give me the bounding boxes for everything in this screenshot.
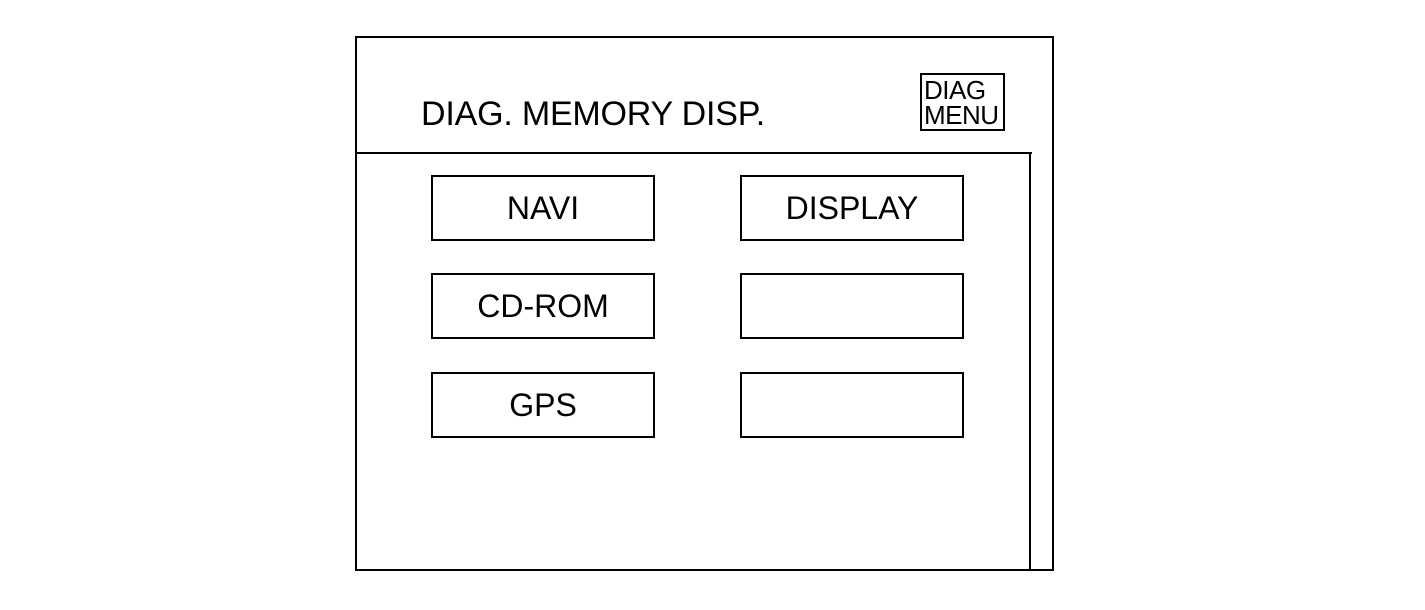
header-divider — [355, 152, 1032, 154]
scrollbar-divider — [1029, 152, 1031, 571]
blank-button-1[interactable] — [740, 273, 964, 339]
diag-menu-label-line1: DIAG — [924, 75, 986, 105]
cd-rom-button[interactable]: CD-ROM — [431, 273, 655, 339]
diag-menu-label-line2: MENU — [924, 100, 999, 130]
display-button[interactable]: DISPLAY — [740, 175, 964, 241]
diag-menu-button[interactable]: DIAG MENU — [920, 73, 1005, 131]
page-title: DIAG. MEMORY DISP. — [421, 95, 766, 133]
navi-button[interactable]: NAVI — [431, 175, 655, 241]
blank-button-2[interactable] — [740, 372, 964, 438]
gps-button[interactable]: GPS — [431, 372, 655, 438]
